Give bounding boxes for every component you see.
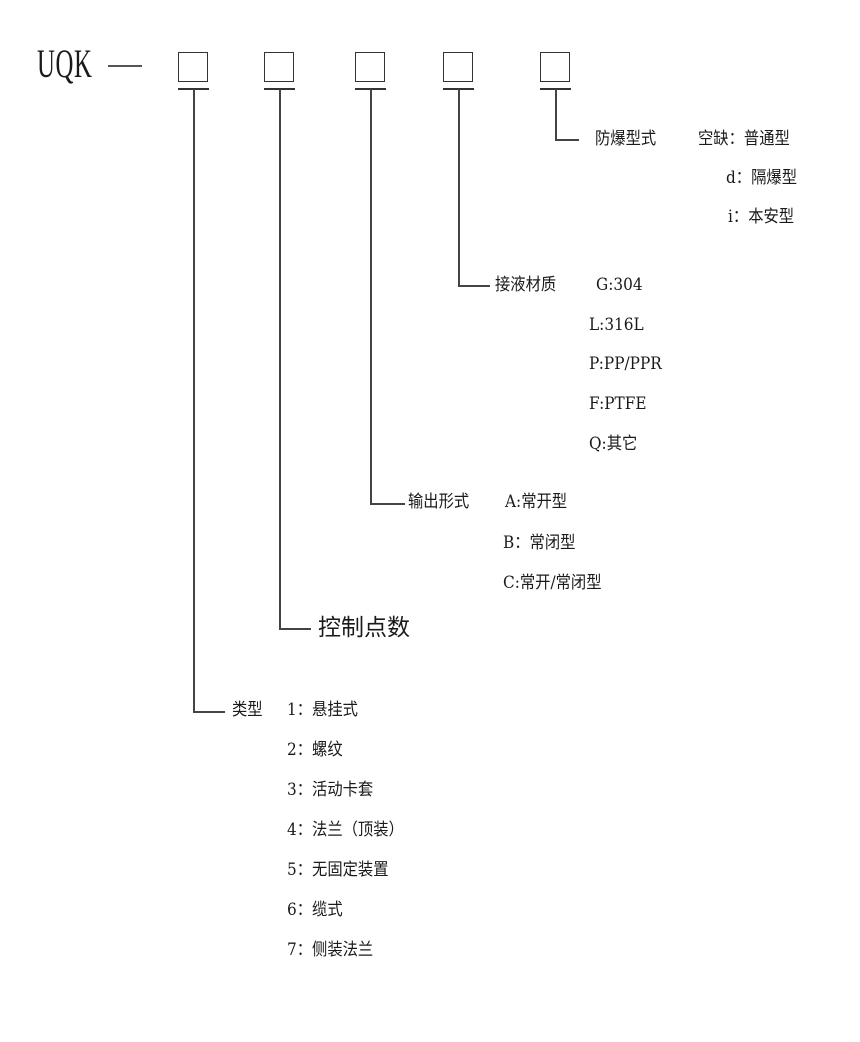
slot-box-type: [178, 52, 208, 82]
wetted-material-option: P:PP/PPR: [589, 354, 662, 374]
leader-hline-control-points: [279, 628, 311, 630]
slot-box-output-form: [355, 52, 385, 82]
output-form-title: 输出形式: [408, 492, 470, 512]
output-form-option: A:常开型: [505, 492, 568, 512]
explosion-proof-option: 空缺：普通型: [698, 129, 790, 149]
explosion-proof-option: d：隔爆型: [726, 168, 798, 188]
type-option: 7：侧装法兰: [287, 940, 374, 960]
slot-box-explosion-proof: [540, 52, 570, 82]
type-title: 类型: [232, 700, 263, 720]
wetted-material-option: Q:其它: [589, 434, 638, 454]
output-form-option: C:常开/常闭型: [503, 573, 602, 593]
type-option: 3：活动卡套: [287, 780, 374, 800]
type-option: 1：悬挂式: [287, 700, 358, 720]
leader-hline-output-form: [370, 503, 405, 505]
model-prefix: UQK: [37, 41, 93, 86]
leader-vline-explosion-proof: [555, 89, 557, 140]
output-form-option: B：常闭型: [503, 533, 576, 553]
control-points-title: 控制点数: [318, 615, 410, 641]
type-option: 6：缆式: [287, 900, 343, 920]
explosion-proof-option: i：本安型: [728, 207, 795, 227]
leader-vline-output-form: [370, 89, 372, 504]
leader-vline-wetted-material: [458, 89, 460, 286]
wetted-material-option: G:304: [596, 275, 643, 295]
type-option: 4：法兰（顶装）: [287, 820, 404, 840]
leader-vline-type: [193, 89, 195, 712]
wetted-material-option: L:316L: [589, 315, 644, 335]
slot-box-wetted-material: [443, 52, 473, 82]
wetted-material-title: 接液材质: [495, 275, 557, 295]
explosion-proof-title: 防爆型式: [595, 129, 657, 149]
type-option: 5：无固定装置: [287, 860, 389, 880]
slot-box-control-points: [264, 52, 294, 82]
type-option: 2：螺纹: [287, 740, 343, 760]
leader-hline-explosion-proof: [555, 139, 579, 141]
leader-vline-control-points: [279, 89, 281, 629]
leader-hline-wetted-material: [458, 285, 490, 287]
leader-hline-type: [193, 711, 225, 713]
wetted-material-option: F:PTFE: [589, 394, 647, 414]
model-separator-dash: [108, 65, 142, 67]
